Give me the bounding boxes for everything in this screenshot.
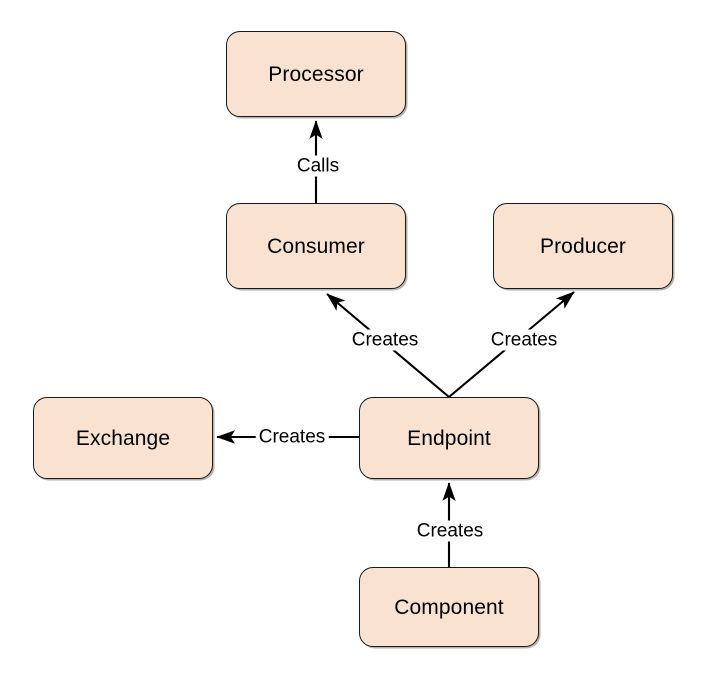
node-component-label: Component [394, 595, 504, 619]
node-endpoint[interactable]: Endpoint [359, 397, 539, 479]
edge-label-calls: Calls [293, 155, 343, 177]
node-component[interactable]: Component [359, 567, 539, 647]
node-consumer[interactable]: Consumer [226, 203, 406, 289]
node-exchange[interactable]: Exchange [33, 397, 213, 479]
node-consumer-label: Consumer [267, 234, 365, 258]
edge-label-creates-consumer: Creates [348, 329, 422, 351]
edge-label-creates-producer: Creates [487, 329, 561, 351]
node-producer-label: Producer [539, 234, 626, 258]
node-exchange-label: Exchange [75, 426, 171, 450]
node-producer[interactable]: Producer [493, 203, 673, 289]
edge-label-creates-endpoint: Creates [413, 520, 487, 542]
edge-label-creates-exchange: Creates [255, 426, 329, 448]
node-processor[interactable]: Processor [226, 31, 406, 117]
node-endpoint-label: Endpoint [407, 426, 491, 450]
node-processor-label: Processor [268, 62, 364, 86]
